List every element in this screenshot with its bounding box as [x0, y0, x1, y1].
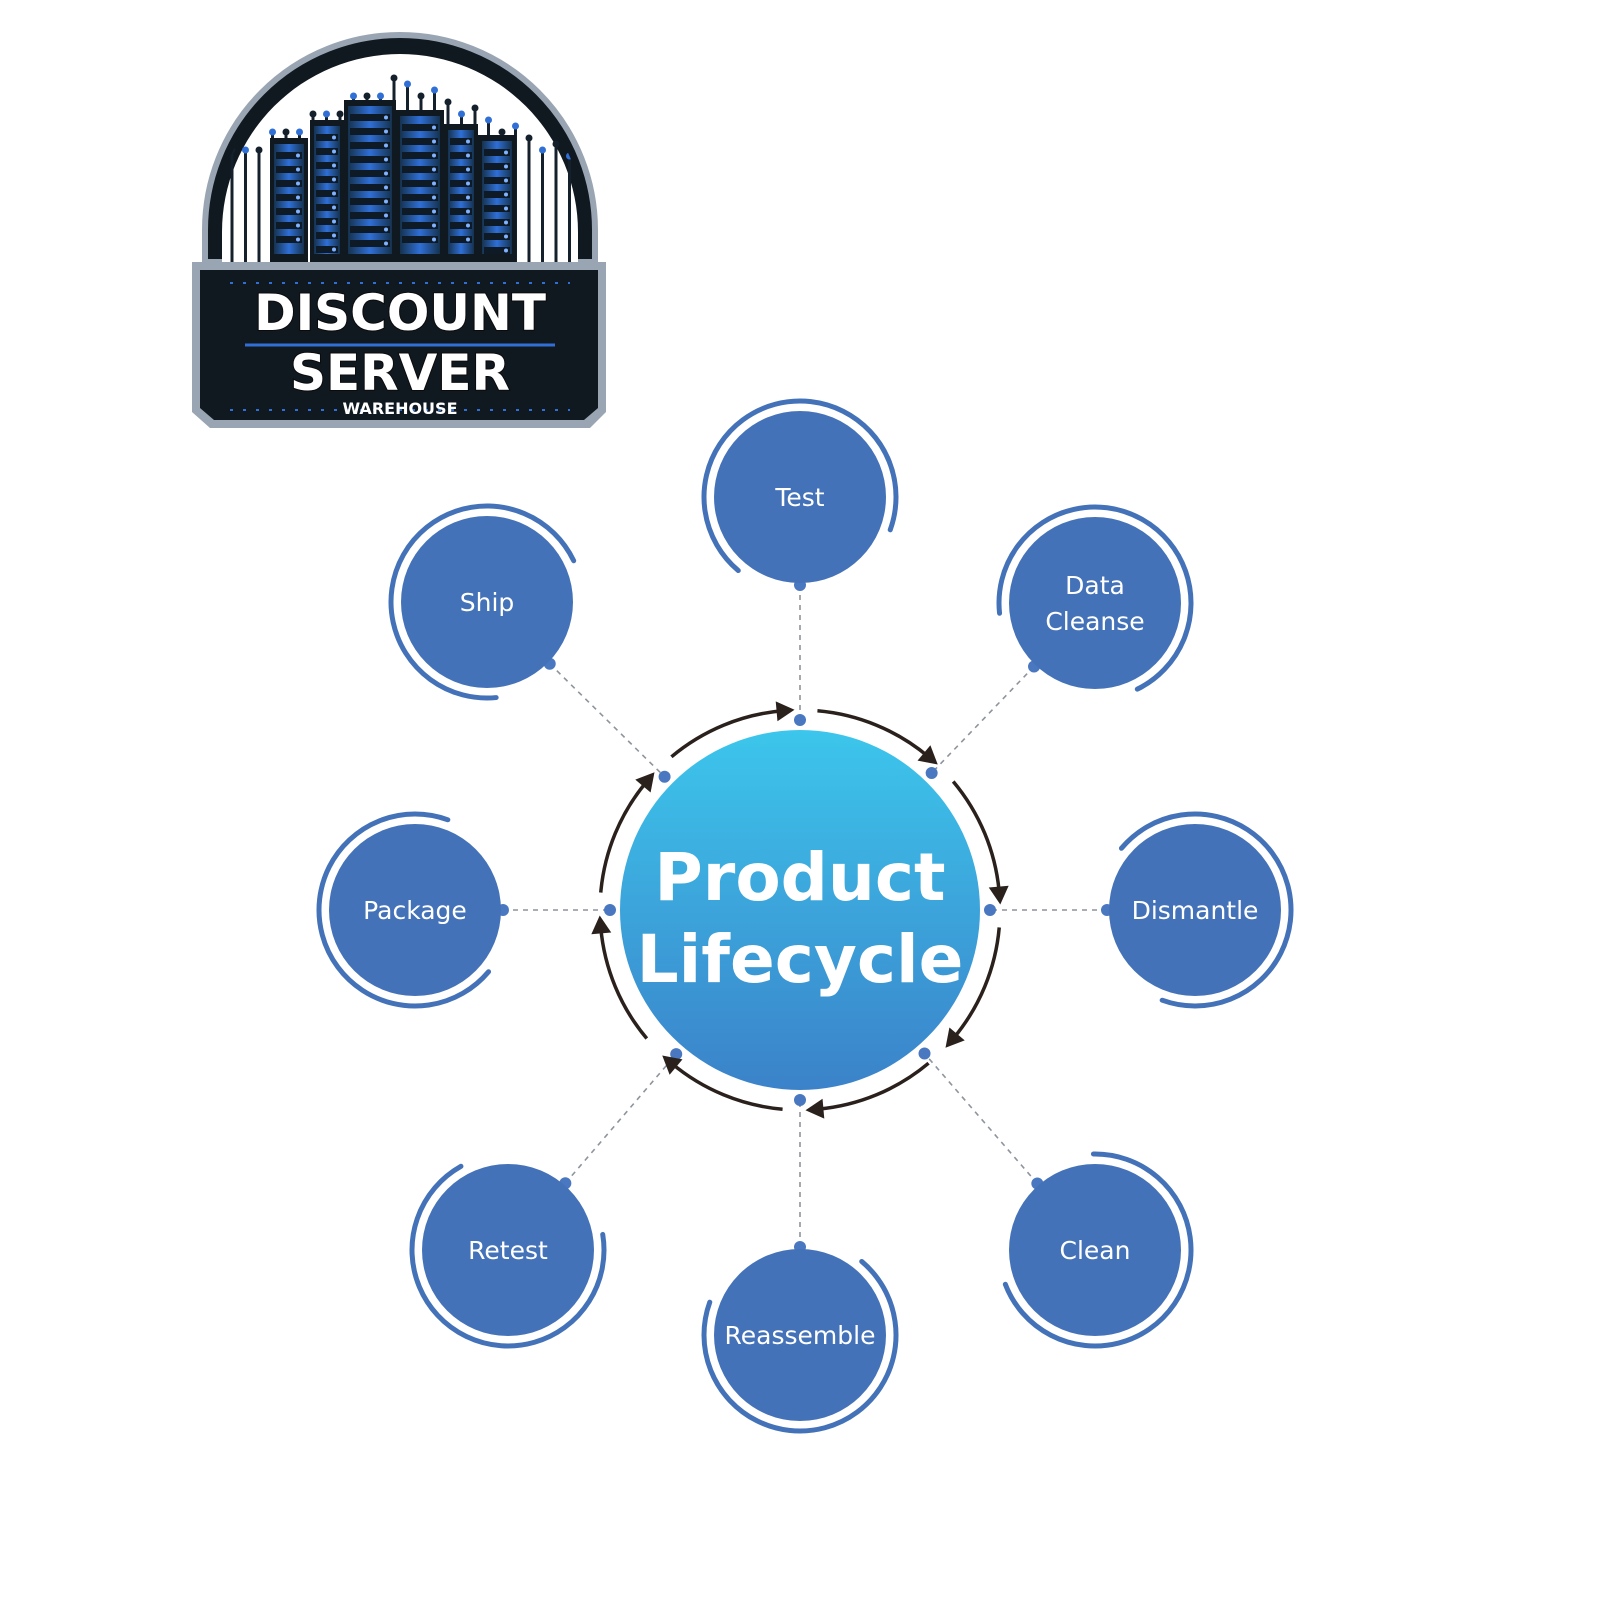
connector-dot [670, 1048, 683, 1061]
logo-line-discount: DISCOUNT [254, 284, 546, 342]
cycle-arrow-icon [591, 915, 612, 935]
connector-dot [604, 904, 616, 916]
center-circle [620, 730, 980, 1090]
stage-circle [1009, 517, 1181, 689]
cycle-arrow-icon [805, 1098, 825, 1119]
stage-node-clean: Clean [1002, 1151, 1194, 1349]
cycle-arrow-arc [951, 927, 1001, 1040]
stage-ring [1002, 1151, 1194, 1349]
center-hub: Product Lifecycle [620, 730, 980, 1090]
stage-label: Test [774, 483, 824, 512]
cycle-arrow-icon [945, 1027, 965, 1048]
stage-ring [388, 503, 577, 701]
connector-dot [918, 1047, 931, 1060]
cycle-arrow-arc [817, 709, 930, 759]
discount-server-warehouse-logo: DISCOUNT SERVER WAREHOUSE [192, 32, 606, 428]
logo-line-warehouse: WAREHOUSE [343, 399, 458, 418]
cycle-arrow-icon [988, 885, 1009, 905]
connector-dot [925, 766, 938, 779]
stage-ring [701, 398, 899, 574]
stage-label: Ship [460, 588, 515, 617]
stage-ring [1118, 811, 1294, 1009]
stage-label: Package [363, 896, 467, 925]
stage-circle [422, 1164, 594, 1336]
stage-circle [1009, 1164, 1181, 1336]
connector-dot [658, 770, 671, 783]
stage-circle [329, 824, 501, 996]
center-title-line1: Product [654, 839, 945, 916]
connector-line [923, 1052, 1038, 1185]
cycle-arrow-icon [775, 701, 795, 722]
cycle-arrow-arc [951, 780, 1001, 893]
stage-ring [996, 504, 1194, 692]
connector-line [564, 1053, 677, 1184]
stage-label: Retest [468, 1236, 548, 1265]
connector-dot [794, 714, 806, 726]
stage-ring [316, 811, 492, 1009]
cycle-arrow-icon [917, 745, 938, 765]
stage-label: Data [1065, 571, 1125, 600]
stage-label: Reassemble [725, 1321, 876, 1350]
stage-node-dismantle: Dismantle [1109, 811, 1294, 1009]
stage-circle [401, 516, 573, 688]
cycle-arrows [591, 701, 1009, 1119]
stage-node-ship: Ship [388, 503, 577, 701]
stage-node-retest: Retest [409, 1163, 607, 1349]
stage-circle [714, 411, 886, 583]
cycle-arrow-arc [817, 1061, 930, 1111]
cycle-arrow-arc [599, 927, 649, 1040]
cycle-arrow-icon [662, 1055, 683, 1075]
stage-circle [714, 1249, 886, 1421]
center-title-line2: Lifecycle [637, 921, 964, 998]
stage-node-package: Package [316, 811, 501, 1009]
logo-line-server: SERVER [290, 344, 510, 402]
stage-label: Dismantle [1132, 896, 1259, 925]
server-rack-logo-icon [270, 100, 516, 262]
cycle-arrow-icon [635, 772, 655, 793]
connector-dot [984, 904, 996, 916]
connector-line [931, 665, 1035, 774]
stage-circle [1109, 824, 1281, 996]
stage-ring [409, 1163, 607, 1349]
stage-ring [701, 1258, 899, 1434]
cycle-arrow-arc [670, 709, 783, 759]
stage-label: Clean [1060, 1236, 1131, 1265]
stage-node-reassemble: Reassemble [701, 1249, 899, 1434]
cycle-arrow-arc [599, 780, 649, 893]
connector-dot [794, 1094, 806, 1106]
connector-line [549, 663, 666, 778]
cycle-arrow-arc [670, 1061, 783, 1111]
stage-node-test: Test [701, 398, 899, 583]
stage-label: Cleanse [1045, 607, 1144, 636]
